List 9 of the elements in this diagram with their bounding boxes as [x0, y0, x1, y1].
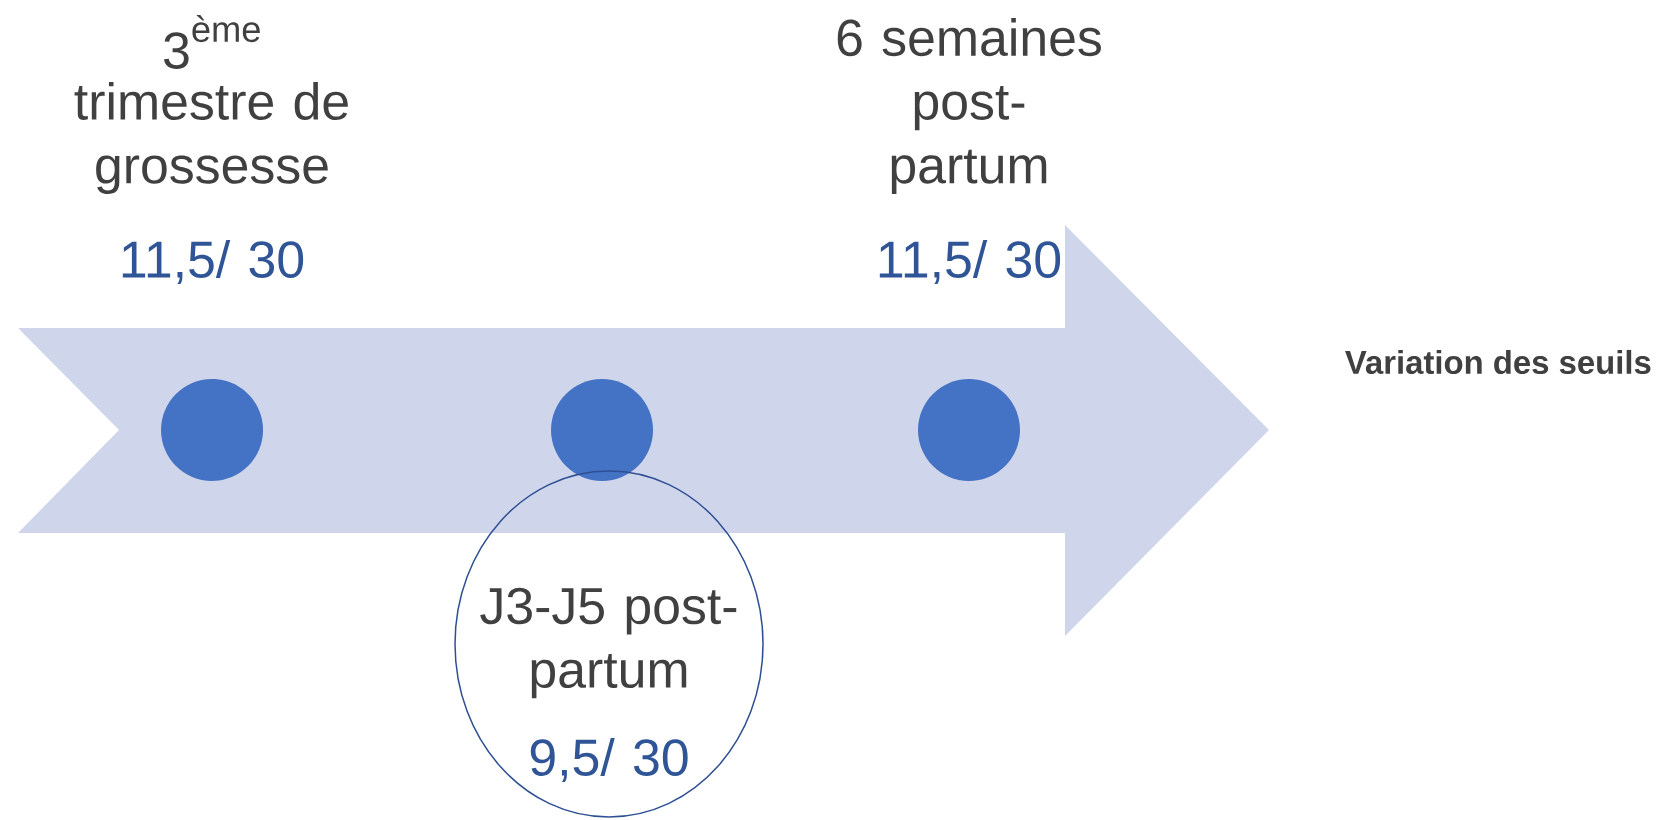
threshold-value: 9,5/ 30 [530, 737, 688, 783]
arrow-label: Variation des seuils [1345, 349, 1651, 375]
period-label: 6 semaines post-partum [837, 18, 1101, 194]
period-label: J3-J5 post-partum [480, 587, 737, 699]
threshold-value: 11,5/ 30 [122, 239, 304, 285]
timeline-dot [551, 379, 653, 481]
period-label: $\text{3}^{\text{ème}}$ [164, 15, 260, 69]
threshold-value: 11,5/ 30 [879, 239, 1061, 285]
period-label: trimestre de grossesse [74, 81, 348, 194]
